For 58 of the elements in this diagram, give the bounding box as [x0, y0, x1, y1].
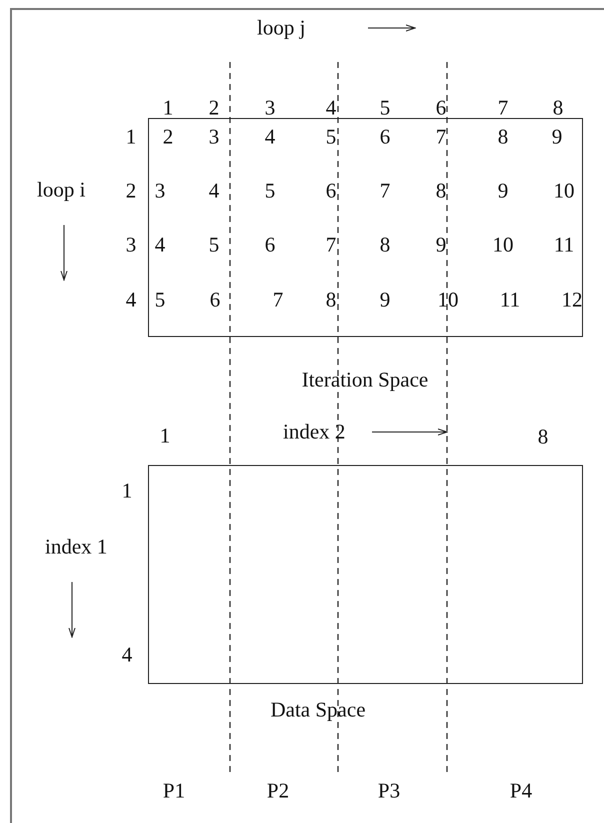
column-index: 1	[162, 96, 174, 120]
grid-number: 8	[498, 125, 508, 149]
column-index: 5	[380, 96, 390, 120]
grid-number: 9	[552, 125, 562, 149]
grid-number: 5	[326, 125, 336, 149]
grid-number: 5	[154, 288, 166, 312]
grid-number: 4	[122, 643, 132, 667]
processor-label: P1	[162, 779, 186, 803]
grid-number: 8	[538, 425, 548, 449]
grid-number: 9	[436, 233, 446, 257]
axis-label: loop i	[37, 178, 86, 202]
grid-number: 10	[554, 179, 574, 203]
grid-number: 6	[380, 125, 390, 149]
axis-label: index 2	[283, 420, 346, 444]
grid-number: 1	[122, 479, 132, 503]
grid-number: 4	[264, 125, 276, 149]
column-index: 2	[208, 96, 220, 120]
grid-number: 8	[436, 179, 446, 203]
grid-number: 2	[162, 125, 174, 149]
processor-label: P3	[378, 779, 400, 803]
column-index: 6	[436, 96, 446, 120]
grid-number: 7	[272, 288, 284, 312]
column-index: 4	[326, 96, 336, 120]
column-index: 3	[264, 96, 276, 120]
grid-number: 4	[208, 179, 220, 203]
grid-number: 3	[154, 179, 166, 203]
grid-number: 6	[210, 288, 220, 312]
grid-number: 4	[154, 233, 166, 257]
grid-number: 5	[208, 233, 220, 257]
grid-number: 8	[326, 288, 336, 312]
column-index: 7	[498, 96, 508, 120]
space-heading: Iteration Space	[302, 368, 428, 392]
processor-label: P4	[510, 779, 532, 803]
grid-number: 11	[500, 288, 520, 312]
grid-number: 8	[380, 233, 390, 257]
grid-number: 7	[436, 125, 446, 149]
grid-number: 10	[492, 233, 514, 257]
grid-number: 7	[380, 179, 390, 203]
axis-label: loop j	[257, 16, 306, 40]
grid-number: 7	[326, 233, 336, 257]
axis-label: index 1	[45, 535, 108, 559]
grid-number: 3	[126, 233, 136, 257]
processor-label: P2	[266, 779, 290, 803]
grid-number: 6	[326, 179, 336, 203]
grid-number: 5	[264, 179, 276, 203]
grid-number: 11	[554, 233, 574, 257]
space-heading: Data Space	[270, 698, 366, 722]
grid-number: 4	[126, 288, 136, 312]
column-index: 8	[552, 96, 564, 120]
grid-number: 10	[438, 288, 458, 312]
grid-number: 12	[562, 288, 582, 312]
grid-number: 9	[380, 288, 390, 312]
grid-number: 1	[126, 125, 136, 149]
grid-number: 9	[498, 179, 508, 203]
grid-number: 6	[264, 233, 276, 257]
grid-number: 3	[208, 125, 220, 149]
grid-number: 1	[160, 424, 170, 448]
grid-number: 2	[126, 179, 136, 203]
